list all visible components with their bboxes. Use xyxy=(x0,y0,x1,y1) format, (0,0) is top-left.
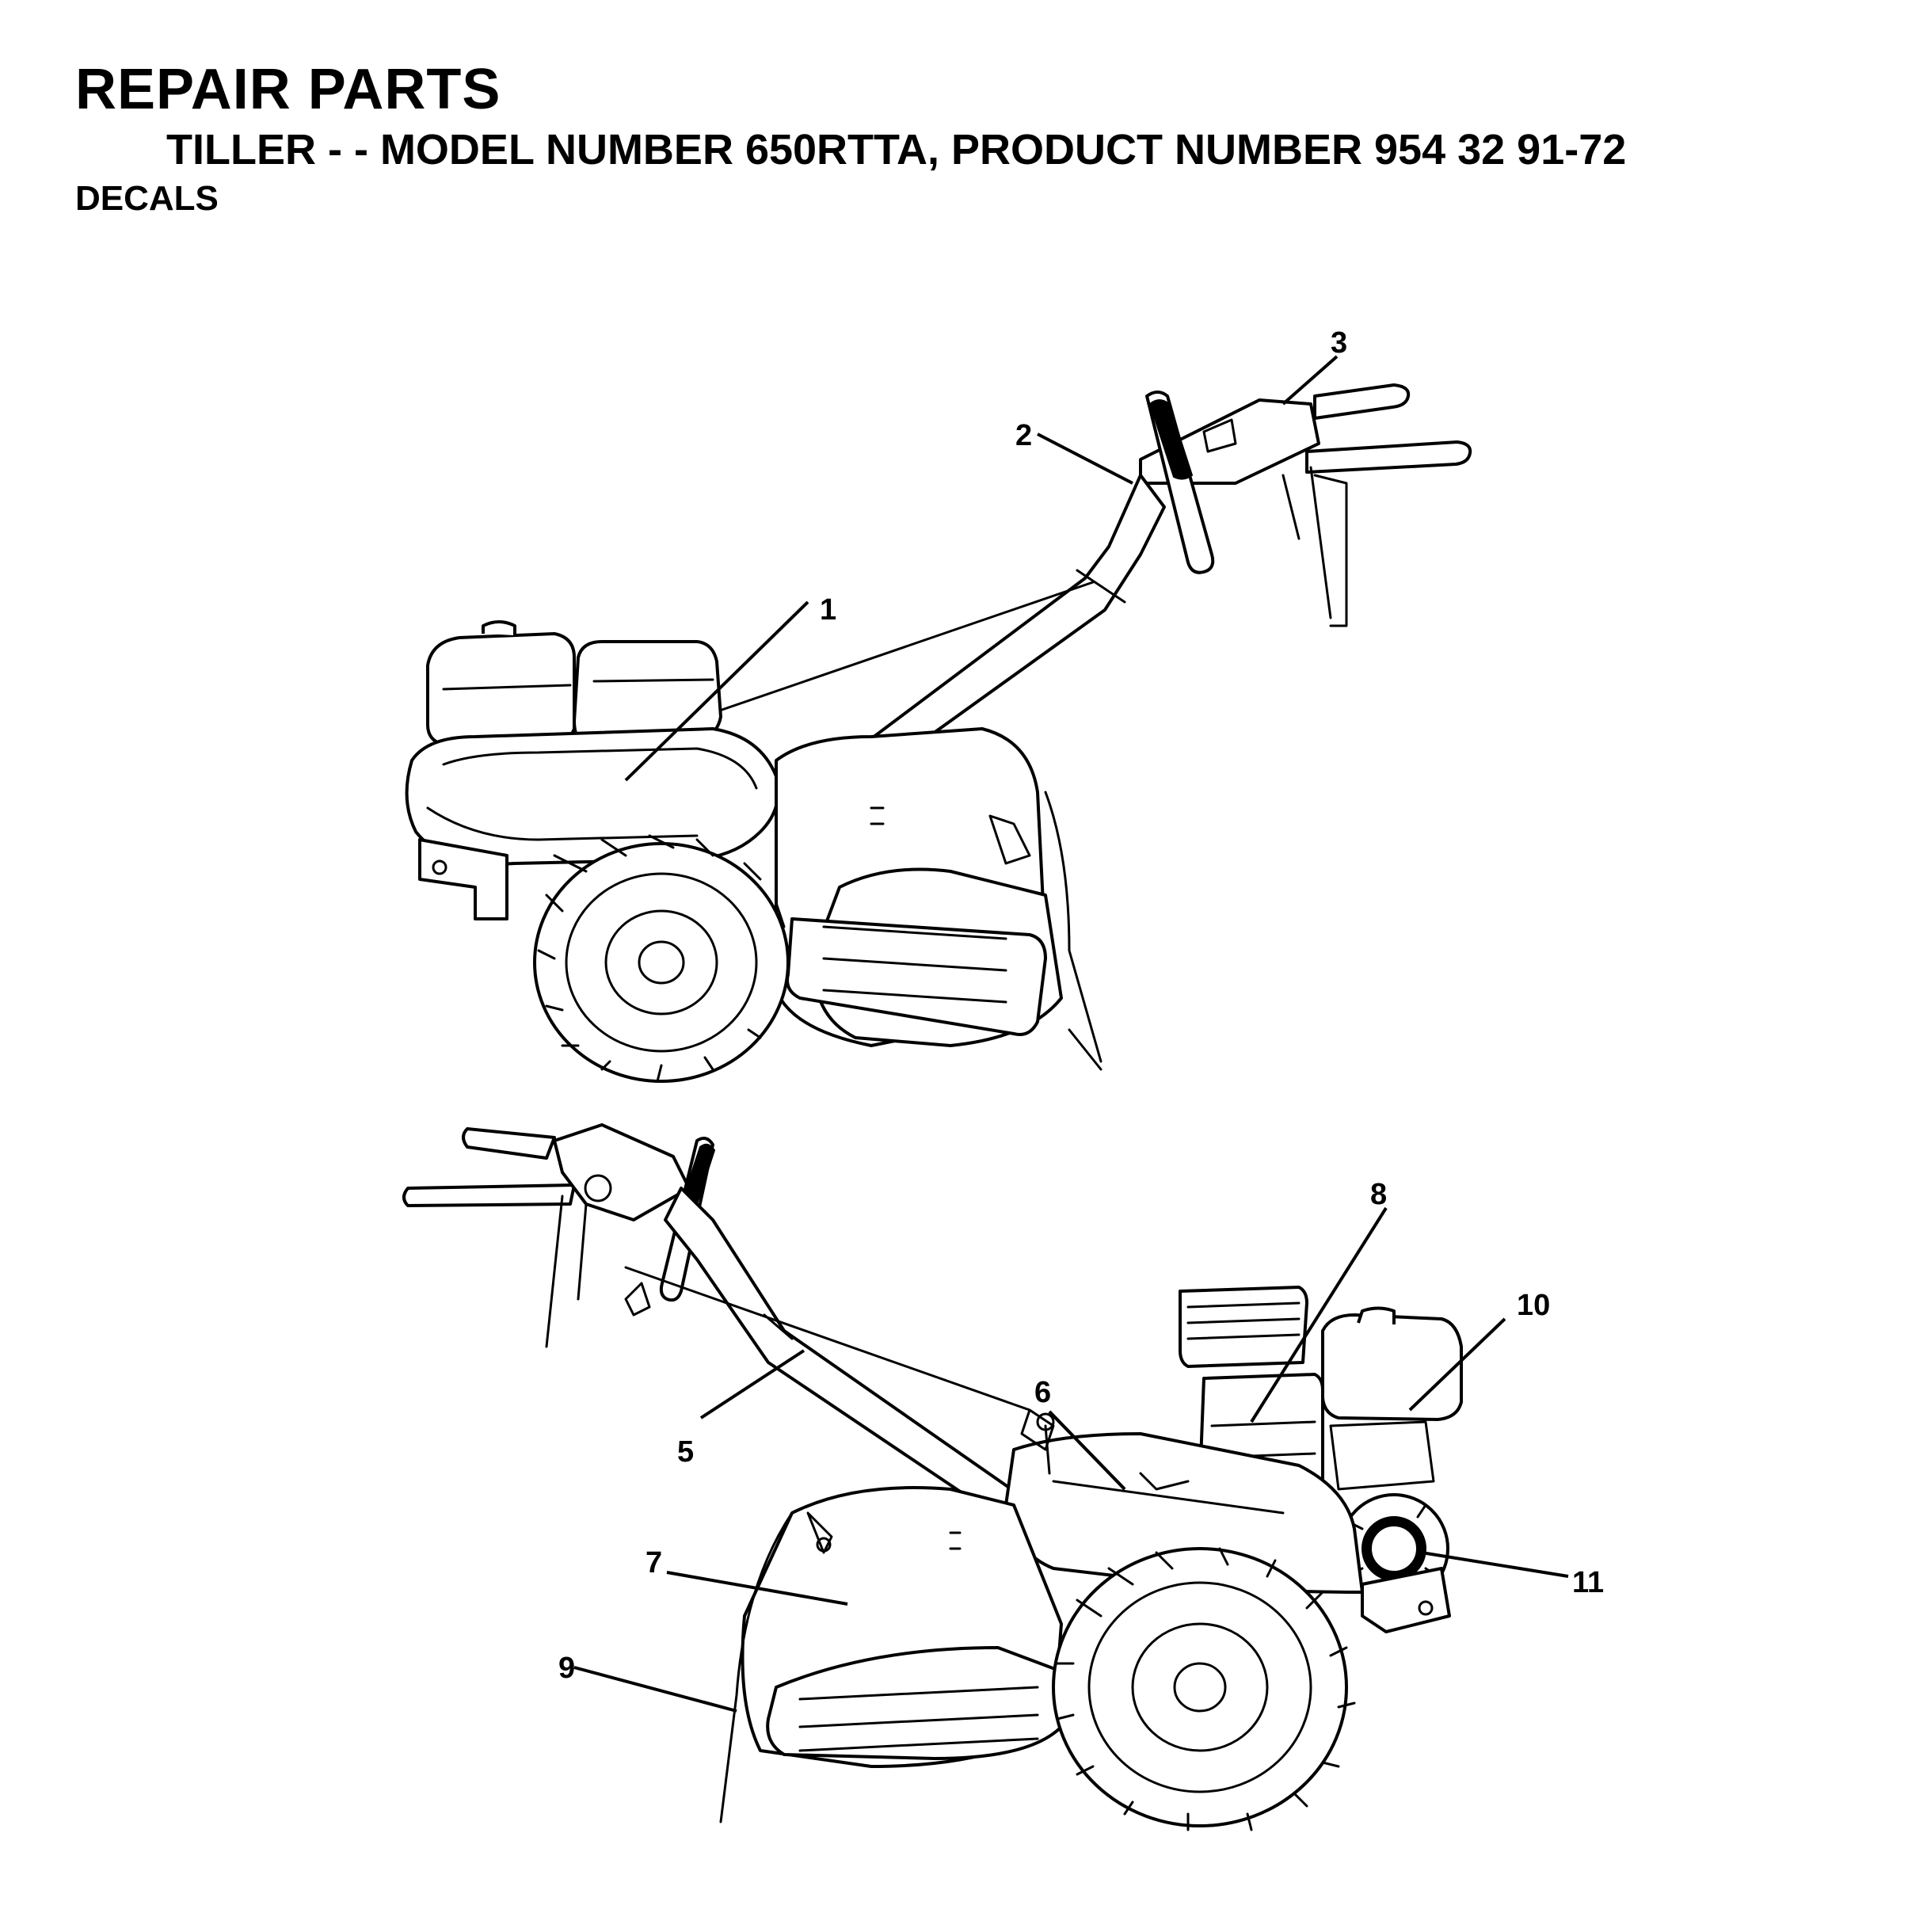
callout-5: 5 xyxy=(677,1435,694,1469)
handle-tube-bottom xyxy=(624,1187,1058,1544)
page-title: REPAIR PARTS xyxy=(75,58,501,121)
front-bracket-top xyxy=(418,838,508,920)
engine-top xyxy=(426,620,722,746)
callout-2: 2 xyxy=(1015,419,1032,452)
rear-bracket-bottom xyxy=(1361,1567,1451,1633)
tiller-bottom-view xyxy=(402,1123,1463,1831)
tiller-top-view xyxy=(405,383,1472,1083)
handlebar-top xyxy=(1139,383,1472,627)
callout-3: 3 xyxy=(1331,326,1347,360)
callout-6: 6 xyxy=(1034,1376,1051,1409)
wheel-top xyxy=(533,834,790,1083)
callout-labels: 1 2 3 5 6 7 8 9 10 11 xyxy=(558,326,1604,1685)
callout-8: 8 xyxy=(1370,1178,1387,1211)
fender-top xyxy=(405,727,780,866)
callout-10: 10 xyxy=(1517,1289,1550,1322)
tine-shield-bottom xyxy=(719,1486,1063,1823)
callout-11: 11 xyxy=(1572,1566,1604,1599)
callout-9: 9 xyxy=(558,1652,575,1685)
callout-leaders xyxy=(573,355,1569,1713)
callout-7: 7 xyxy=(646,1546,662,1580)
callout-1: 1 xyxy=(820,593,836,627)
wheel-bottom xyxy=(1052,1547,1356,1831)
handlebar-bottom xyxy=(402,1123,716,1348)
tine-shield-top xyxy=(786,791,1103,1071)
model-subtitle: TILLER - - MODEL NUMBER 650RTTA, PRODUCT… xyxy=(166,126,1627,173)
section-heading: DECALS xyxy=(75,179,219,218)
